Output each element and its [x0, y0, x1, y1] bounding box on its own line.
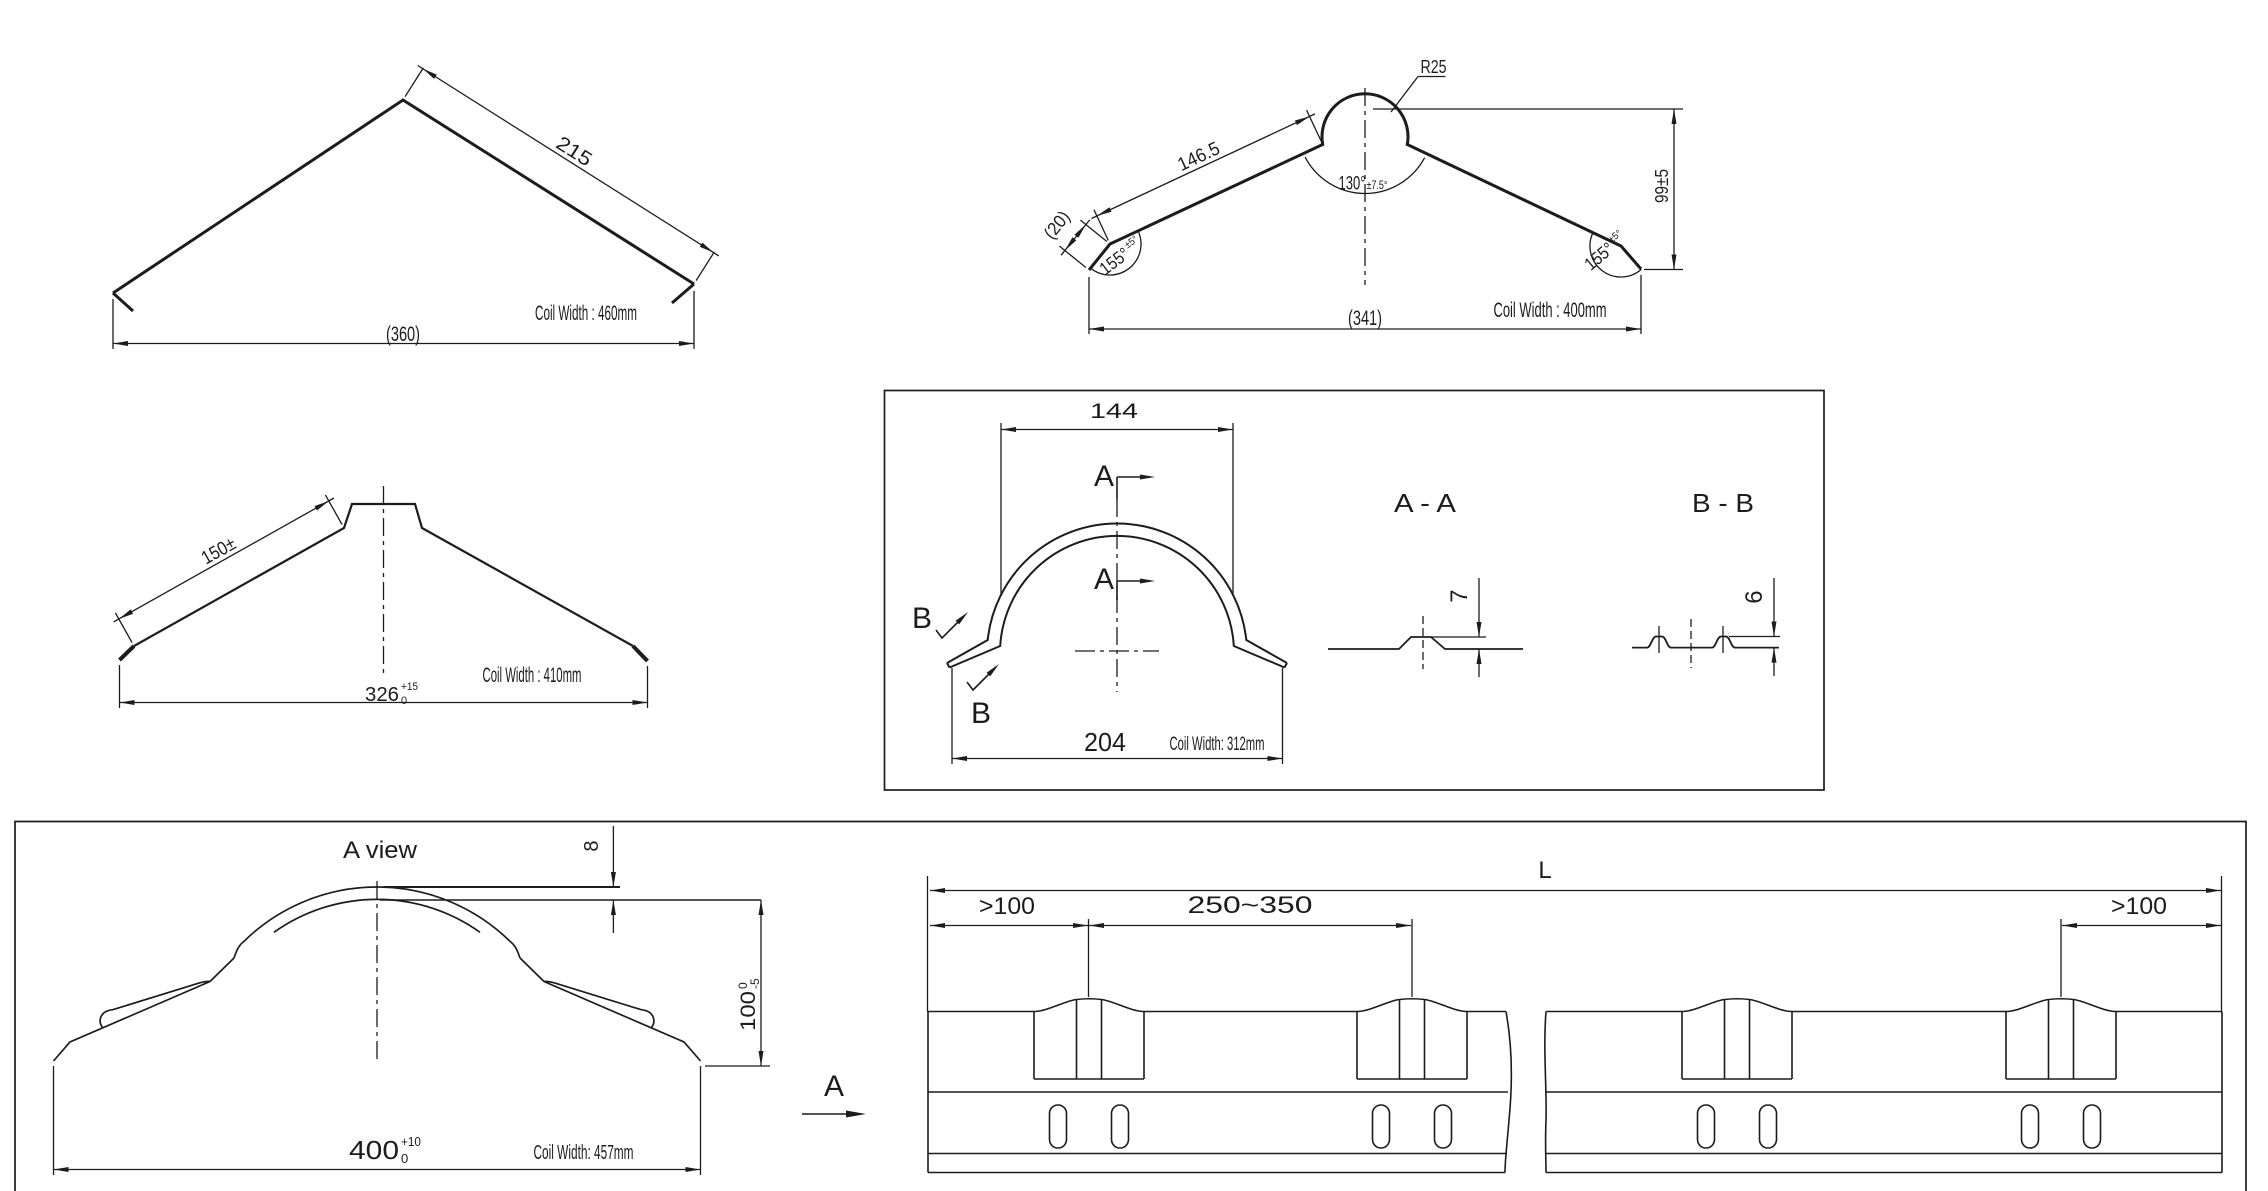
svg-text:326: 326 — [365, 684, 399, 706]
svg-text:B: B — [971, 697, 991, 730]
svg-text:144: 144 — [1090, 399, 1138, 423]
svg-text:250~350: 250~350 — [1188, 892, 1313, 919]
svg-text:>100: >100 — [2111, 893, 2167, 920]
svg-text:A view: A view — [343, 837, 418, 864]
svg-text:+15: +15 — [401, 681, 418, 693]
svg-text:8: 8 — [581, 840, 603, 851]
svg-text:0: 0 — [401, 1151, 408, 1166]
svg-text:>100: >100 — [979, 893, 1035, 920]
svg-text:6: 6 — [1741, 590, 1768, 603]
svg-text:0: 0 — [736, 982, 750, 989]
svg-text:L: L — [1538, 857, 1551, 884]
svg-text:±7.5°: ±7.5° — [1367, 180, 1388, 192]
svg-text:A: A — [1094, 563, 1114, 596]
svg-text:Coil Width: 457mm: Coil Width: 457mm — [534, 1142, 634, 1164]
svg-text:Coil Width : 410mm: Coil Width : 410mm — [483, 664, 582, 687]
svg-text:204: 204 — [1084, 727, 1126, 757]
svg-text:130°: 130° — [1339, 174, 1366, 195]
svg-text:A: A — [824, 1070, 844, 1103]
svg-text:-5: -5 — [748, 978, 762, 989]
svg-text:Coil Width : 460mm: Coil Width : 460mm — [535, 302, 637, 325]
svg-text:+10: +10 — [401, 1134, 421, 1149]
svg-text:400: 400 — [349, 1135, 399, 1165]
svg-text:(360): (360) — [386, 323, 420, 346]
svg-text:A: A — [1094, 460, 1114, 493]
svg-text:B: B — [912, 602, 932, 635]
svg-text:99±5: 99±5 — [1652, 169, 1672, 203]
svg-text:B - B: B - B — [1692, 488, 1754, 518]
svg-text:A - A: A - A — [1394, 488, 1457, 518]
svg-text:Coil Width: 312mm: Coil Width: 312mm — [1170, 733, 1265, 755]
svg-text:7: 7 — [1446, 589, 1473, 602]
svg-text:100: 100 — [737, 991, 760, 1031]
svg-text:Coil Width : 400mm: Coil Width : 400mm — [1494, 299, 1607, 322]
svg-text:(341): (341) — [1348, 307, 1382, 330]
svg-text:R25: R25 — [1421, 57, 1447, 77]
svg-text:0: 0 — [401, 695, 407, 707]
